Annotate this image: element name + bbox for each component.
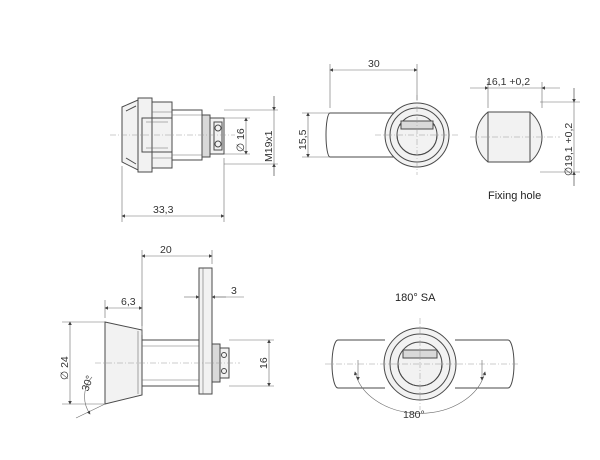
dim-hole-width-label: 16,1 +0,2 bbox=[486, 76, 530, 88]
dimension-body-height: 16 bbox=[229, 339, 274, 387]
rotation-angle-label: 180° bbox=[403, 409, 425, 421]
dimension-flange-thickness: 3 bbox=[184, 285, 244, 299]
dimension-hole-diameter: ∅19,1 +0,2 bbox=[540, 88, 580, 186]
dimension-overall-length: 33,3 bbox=[121, 158, 225, 222]
rotation-title: 180° SA bbox=[395, 292, 436, 304]
dimension-bezel-depth: 6,3 bbox=[104, 296, 143, 326]
dim-cam-width-label: 15,5 bbox=[297, 129, 309, 150]
dim-flange-thickness-label: 3 bbox=[231, 285, 237, 297]
front-view-top bbox=[325, 95, 460, 175]
dim-overall-length-label: 33,3 bbox=[153, 204, 174, 216]
dim-bezel-depth-label: 6,3 bbox=[121, 296, 136, 308]
dimension-thread: M19x1 bbox=[224, 96, 278, 176]
dim-bezel-diameter-label: ∅ 24 bbox=[59, 356, 71, 380]
dim-hole-diameter-label: ∅19,1 +0,2 bbox=[563, 123, 575, 176]
dimension-cam-length: 30 bbox=[329, 58, 418, 108]
dim-bezel-angle-label: 30° bbox=[80, 374, 97, 393]
dimension-hole-width: 16,1 +0,2 bbox=[470, 76, 560, 108]
dimension-bezel-angle: 30° bbox=[75, 374, 106, 419]
rotation-view bbox=[325, 318, 520, 414]
dim-diameter-16-label: ∅ 16 bbox=[235, 128, 247, 152]
dimension-cam-width: 15,5 bbox=[297, 112, 330, 158]
dimension-diameter-16: ∅ 16 bbox=[224, 117, 250, 155]
fixing-hole-shape bbox=[470, 111, 560, 163]
dim-body-length-label: 20 bbox=[160, 244, 172, 256]
side-view-bottom bbox=[95, 267, 240, 405]
dim-body-height-label: 16 bbox=[258, 357, 270, 369]
fixing-hole-label: Fixing hole bbox=[488, 190, 541, 202]
side-view-top bbox=[110, 97, 235, 173]
dimension-bezel-diameter: ∅ 24 bbox=[59, 321, 105, 405]
dim-thread-label: M19x1 bbox=[263, 130, 275, 162]
dim-cam-length-label: 30 bbox=[368, 58, 380, 70]
